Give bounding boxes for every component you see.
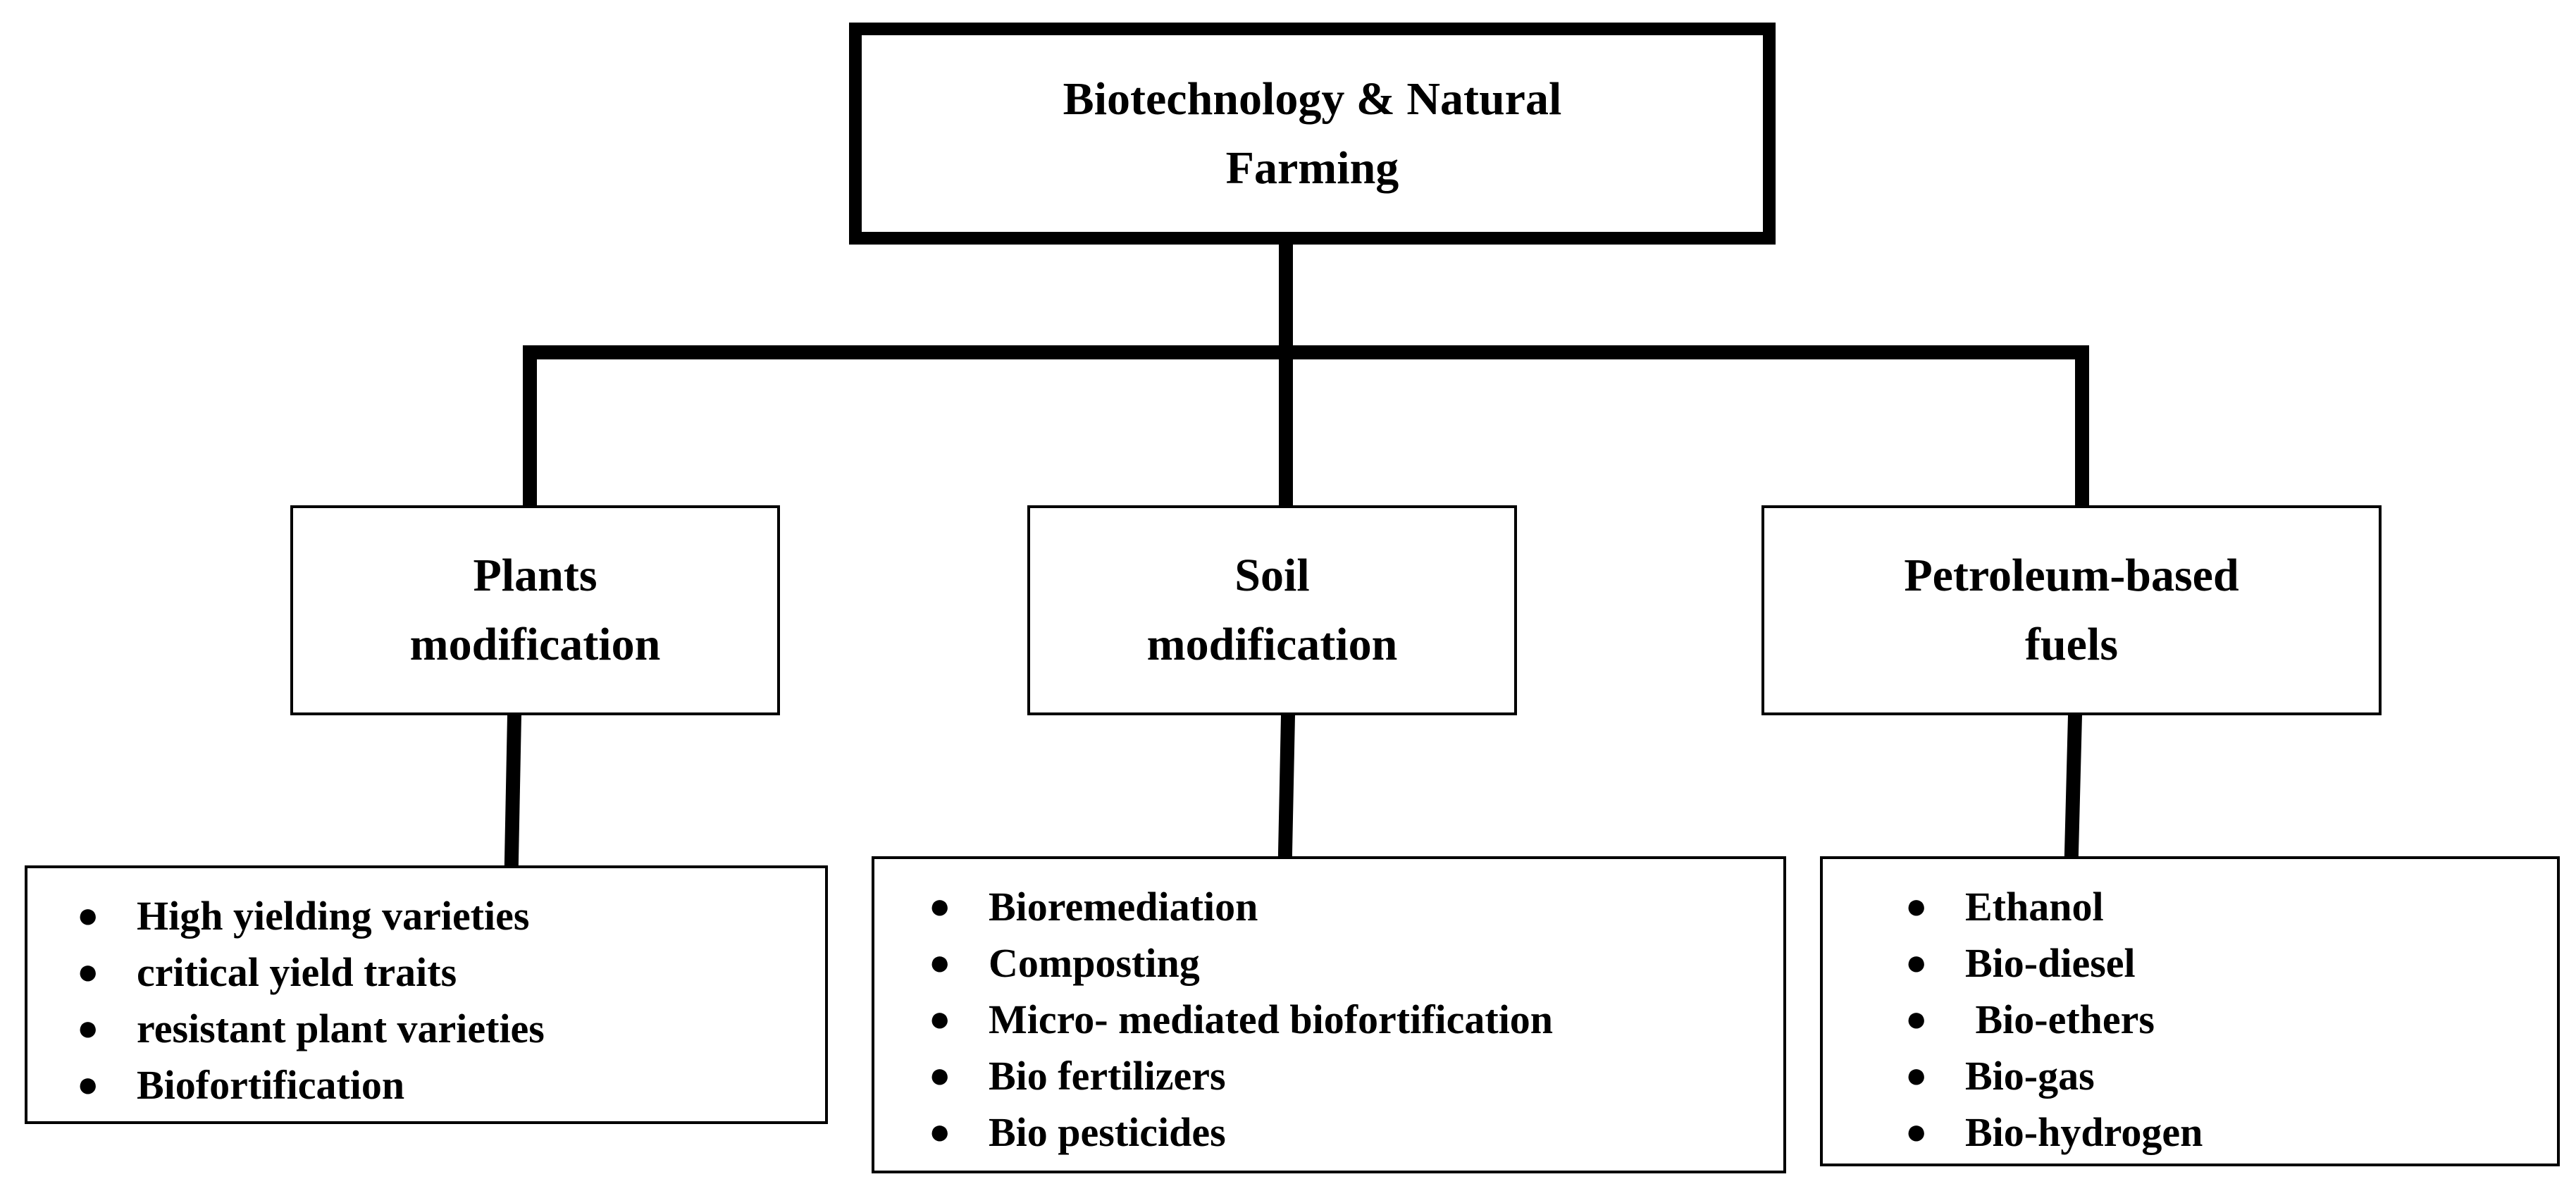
list-item-text: Ethanol (1965, 884, 2104, 930)
list-item: ● Bio-diesel (1905, 935, 2557, 992)
list-item-text: Biofortification (137, 1062, 405, 1108)
leaf-line-soil (1277, 708, 1296, 860)
bullet-icon: ● (77, 896, 99, 936)
list-item-text: Bio pesticides (989, 1109, 1226, 1155)
list-item: ● resistant plant varieties (77, 1001, 825, 1057)
leaf-line-plants (504, 708, 522, 868)
list-item: ● High yielding varieties (77, 888, 825, 944)
list-item-text: Micro- mediated biofortification (989, 996, 1554, 1042)
list-item-text: Bio-diesel (1965, 940, 2136, 986)
bullet-icon: ● (1905, 1112, 1928, 1152)
bullet-icon: ● (929, 1112, 951, 1152)
list-item: ● Micro- mediated biofortification (929, 992, 1783, 1048)
bullet-icon: ● (929, 887, 951, 927)
bullet-icon: ● (1905, 999, 1928, 1039)
list-item-text: critical yield traits (137, 949, 457, 995)
list-item-text: Bio-gas (1965, 1053, 2095, 1099)
category-title: Soil modification (1146, 550, 1398, 670)
list-item-text: Bio-hydrogen (1965, 1109, 2203, 1155)
category-node-petroleum-based-fuels: Petroleum-based fuels (1761, 505, 2382, 715)
bullet-icon: ● (929, 943, 951, 983)
list-item: ● Bio-gas (1905, 1048, 2557, 1104)
list-item: ● Bio pesticides (929, 1104, 1783, 1161)
bullet-icon: ● (1905, 887, 1928, 927)
bullet-list: ● Ethanol ● Bio-diesel ● Bio-ethers ● Bio-g… (1905, 879, 2557, 1161)
list-item: ● Ethanol (1905, 879, 2557, 935)
bullet-icon: ● (1905, 1056, 1928, 1096)
bullet-icon: ● (1905, 943, 1928, 983)
list-item: ● Bio fertilizers (929, 1048, 1783, 1104)
leaf-line-fuels (2064, 708, 2083, 860)
list-item-text: Bio fertilizers (989, 1053, 1226, 1099)
bullet-icon: ● (77, 952, 99, 992)
bullet-list: ● High yielding varieties ● critical yield… (77, 888, 825, 1113)
category-node-plants-modification: Plants modification (290, 505, 780, 715)
bullet-icon: ● (929, 999, 951, 1039)
items-box-fuels: ● Ethanol ● Bio-diesel ● Bio-ethers ● Bio-g… (1820, 856, 2560, 1166)
category-title: Petroleum-based fuels (1904, 550, 2239, 670)
category-node-soil-modification: Soil modification (1027, 505, 1517, 715)
list-item-text: resistant plant varieties (137, 1006, 545, 1051)
list-item-text: Bio-ethers (1965, 996, 2155, 1042)
category-title: Plants modification (409, 550, 661, 670)
bullet-list: ● Bioremediation ● Composting ● Micro- medi… (929, 879, 1783, 1161)
bullet-icon: ● (77, 1065, 99, 1105)
list-item: ● Bio-hydrogen (1905, 1104, 2557, 1161)
list-item: ● Bio-ethers (1905, 992, 2557, 1048)
items-box-soil: ● Bioremediation ● Composting ● Micro- medi… (872, 856, 1786, 1173)
list-item-text: High yielding varieties (137, 893, 530, 939)
list-item: ● Composting (929, 935, 1783, 992)
list-item-text: Composting (989, 940, 1200, 986)
root-node: Biotechnology & Natural Farming (849, 23, 1776, 245)
list-item: ● Bioremediation (929, 879, 1783, 935)
bullet-icon: ● (77, 1008, 99, 1049)
root-title: Biotechnology & Natural Farming (1063, 73, 1562, 194)
bullet-icon: ● (929, 1056, 951, 1096)
list-item: ● critical yield traits (77, 944, 825, 1001)
items-box-plants: ● High yielding varieties ● critical yield… (25, 865, 828, 1124)
list-item: ● Biofortification (77, 1057, 825, 1113)
list-item-text: Bioremediation (989, 884, 1258, 930)
